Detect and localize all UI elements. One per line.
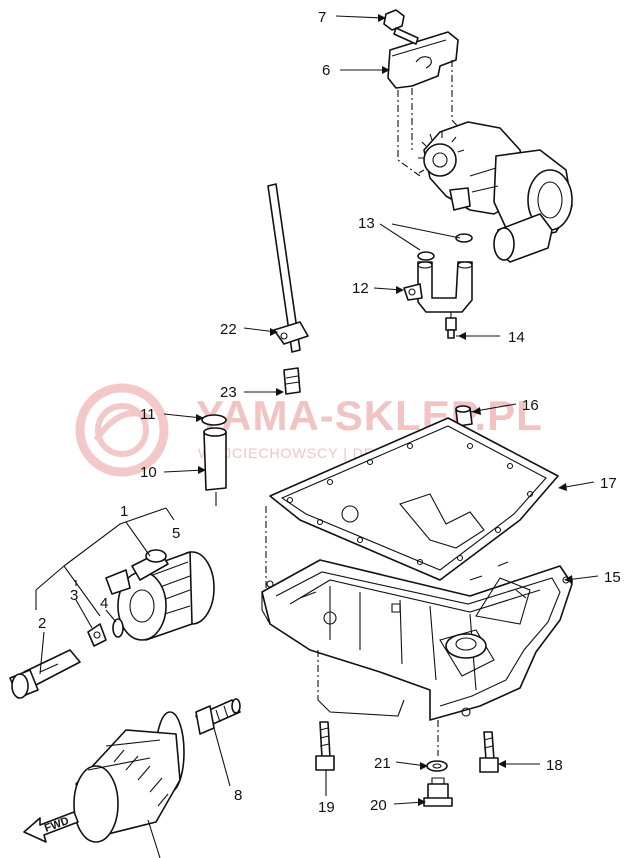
oil-cooler	[105, 549, 215, 641]
oil-plug	[201, 414, 227, 506]
dowel	[455, 405, 473, 427]
oil-pump-assembly	[383, 9, 573, 263]
oil-pan-gasket	[269, 417, 559, 581]
watermark-logo-icon	[75, 383, 169, 477]
callout-11: 11	[140, 406, 156, 423]
callout-10: 10	[140, 464, 157, 481]
callout-2: 2	[38, 615, 46, 632]
callout-7: 7	[318, 9, 326, 26]
callout-labels: 7 6 13 12 14 22 23 11 10 16 17 15 1 5 3 …	[38, 9, 621, 816]
callout-14: 14	[508, 329, 525, 346]
callout-1: 1	[120, 503, 128, 520]
breather-pipe	[267, 183, 309, 395]
callout-8: 8	[234, 787, 242, 804]
callout-15: 15	[604, 569, 621, 586]
pipe-fitting	[195, 698, 241, 735]
callout-16: 16	[522, 397, 539, 414]
callout-22: 22	[220, 321, 237, 338]
callout-13: 13	[358, 215, 375, 232]
oil-pan	[261, 559, 573, 721]
callout-19: 19	[318, 799, 335, 816]
callout-12: 12	[352, 280, 369, 297]
callout-3: 3	[70, 587, 78, 604]
watermark: YAMA-SKLEP.PL WOJCIECHOWSCY | DEALER YAM…	[75, 383, 543, 477]
callout-4: 4	[100, 595, 108, 612]
callout-5: 5	[172, 525, 180, 542]
callout-18: 18	[546, 757, 563, 774]
callout-23: 23	[220, 384, 237, 401]
fwd-label: FWD	[43, 815, 71, 835]
leader-lines	[35, 14, 599, 858]
callout-6: 6	[322, 62, 330, 79]
callout-17: 17	[600, 475, 617, 492]
callout-21: 21	[374, 755, 391, 772]
union-bolt	[9, 618, 124, 699]
assembly-bracket	[317, 699, 405, 717]
pan-bolts	[315, 721, 499, 807]
watermark-brand: YAMA-SKLEP.PL	[196, 392, 543, 439]
oil-filter	[73, 711, 185, 843]
forward-arrow-icon: FWD	[23, 811, 79, 843]
callout-20: 20	[370, 797, 387, 814]
oil-pipe-assembly	[403, 233, 473, 339]
